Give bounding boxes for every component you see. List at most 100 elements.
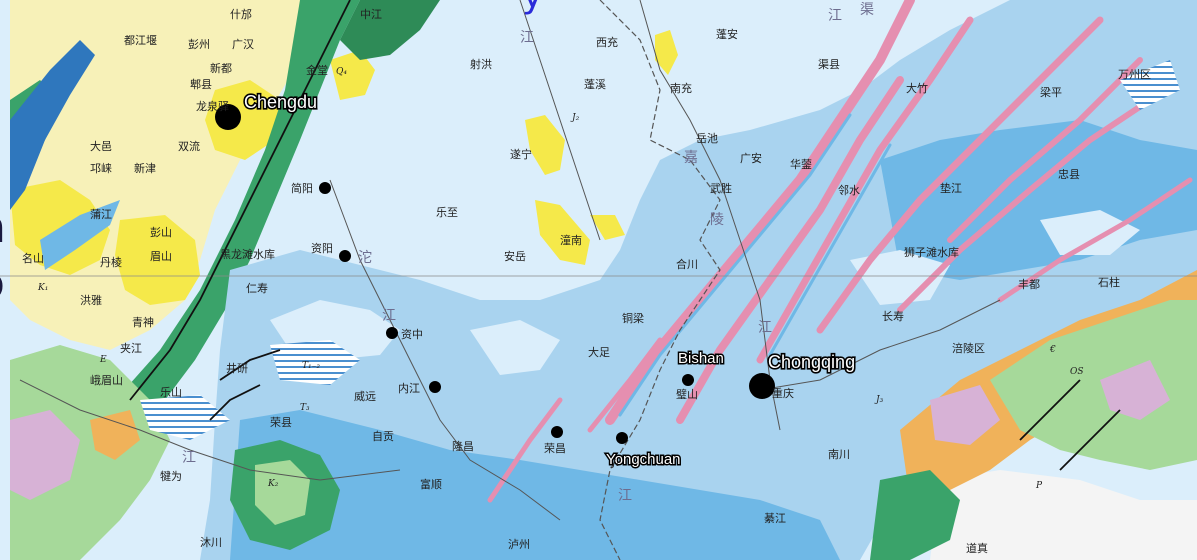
label-luzhou: 泸州 [508,538,530,551]
label-qijiang: 綦江 [764,512,786,525]
province-boundary [599,0,721,560]
label-shifang: 什邡 [230,7,252,21]
sw-pink-zone [10,410,80,500]
stratum-C-a: € [1049,345,1056,355]
se-green-dark [870,470,960,560]
city-markers [215,104,775,444]
river-label-chang2: 江 [618,488,632,504]
label-muchuan: 沐川 [200,536,222,549]
label-yuechi: 岳池 [696,132,718,145]
chengdu-marker [215,104,241,130]
label-hechuan: 合川 [676,257,698,271]
sw-orange [90,410,140,460]
label-meishan: 眉山 [150,250,172,263]
label-dayi: 大邑 [90,139,112,153]
river-label-jia: 嘉 [684,150,698,166]
stratum-J2-a: J₂ [570,113,580,123]
pale-island-3 [850,250,950,305]
stratum-J3-a: J₃ [874,395,884,405]
label-suining: 遂宁 [510,147,532,161]
label-weiyuan: 威远 [354,390,376,403]
label-yongchuan: Yongchuan [606,451,681,468]
ziyang-marker [339,250,351,262]
rivers [19,0,1001,521]
stratum-J1-a: J₁ [610,459,619,469]
yellow-patch-nanchong [655,30,678,75]
label-pujiang: 蒲江 [90,207,112,221]
stratum-Q4-a: Q₄ [336,67,347,77]
neijiang-marker [429,381,441,393]
green-belt-north [340,0,440,60]
label-jintang: 金堂 [306,63,328,77]
label-zhongjiang: 中江 [360,8,382,21]
label-nanchuan: 南川 [828,448,850,461]
label-leshan: 乐山 [160,386,182,399]
rongchang-marker [551,426,563,438]
label-rongxian: 荣县 [270,416,292,429]
label-nanchong: 南充 [670,81,692,95]
hatched-patch-2 [140,395,230,440]
yellow-patch-west2 [115,215,200,305]
label-qingshen: 青神 [132,315,154,329]
label-shuangliu: 双流 [178,139,200,153]
label-zizhong: 资中 [401,328,423,341]
river-label-tuojiang: 江 [382,308,396,324]
label-zigong: 自贡 [372,430,394,443]
label-hongya: 洪雅 [80,293,102,307]
label-linshui: 邻水 [838,184,860,197]
river-label-qu: 渠 [860,2,874,18]
west-blue-band2 [40,200,120,270]
label-anyue: 安岳 [504,249,526,263]
yellow-patch-north [330,50,375,100]
edge-text-fragment: n [0,206,6,250]
label-emeishan: 峨眉山 [90,374,123,387]
label-danling: 丹棱 [100,256,122,269]
label-qianwei: 犍为 [160,470,182,483]
label-longchang: 隆昌 [452,439,474,453]
se-lilac [930,385,1000,445]
stratum-K2-a: K₂ [267,479,279,489]
yongchuan-marker [616,432,628,444]
label-huaying: 华蓥 [790,157,812,171]
label-pengzhou: 彭州 [188,37,210,51]
pale-island-4 [1040,210,1140,255]
label-pengshan: 彭山 [150,225,172,239]
zizhong-marker [386,327,398,339]
label-longquanyi: 龙泉驿 [196,99,229,113]
river-label-chang3: 江 [182,450,196,466]
label-fengdu: 丰都 [1018,278,1040,291]
label-guangan: 广安 [740,151,762,165]
label-dazhu: 大竹 [906,81,928,95]
label-dujiangyan: 都江堰 [124,34,157,47]
label-pixian: 郫县 [190,77,212,91]
hatched-patch-3 [1120,60,1180,110]
southeast-white-zone [930,470,1197,560]
stratum-E-a: E [99,355,107,365]
label-mingshan: 名山 [22,251,44,265]
label-pengan: 蓬安 [716,27,738,41]
label-shehong: 射洪 [470,57,492,71]
label-tongnan: 潼南 [560,233,582,247]
label-dazu: 大足 [588,345,610,359]
label-xindu: 新都 [210,61,232,75]
bishan-marker [682,374,694,386]
yellow-patch-suining3 [590,215,625,240]
label-heilongtan: 黑龙滩水库 [220,247,275,261]
label-ziyang: 资阳 [311,242,333,255]
label-bishan: Bishan [678,350,724,367]
yellow-patch-suining2 [535,200,590,265]
se-lilac2 [1100,360,1170,420]
jianyang-marker [319,182,331,194]
label-renshou: 仁寿 [246,281,268,295]
edge-text-fragment: o [0,262,5,306]
stratum-OS-a: OS [1070,367,1084,377]
label-dianjiang: 垫江 [940,181,962,195]
faults [129,0,1121,471]
label-qionglai: 邛崃 [90,162,112,175]
label-lezhi: 乐至 [436,206,458,219]
label-wanzhou: 万州区 [1118,68,1151,81]
label-pengxi: 蓬溪 [584,78,606,91]
stratum-T3-a: T₃ [300,403,310,413]
label-tongliang: 铜梁 [622,311,644,325]
